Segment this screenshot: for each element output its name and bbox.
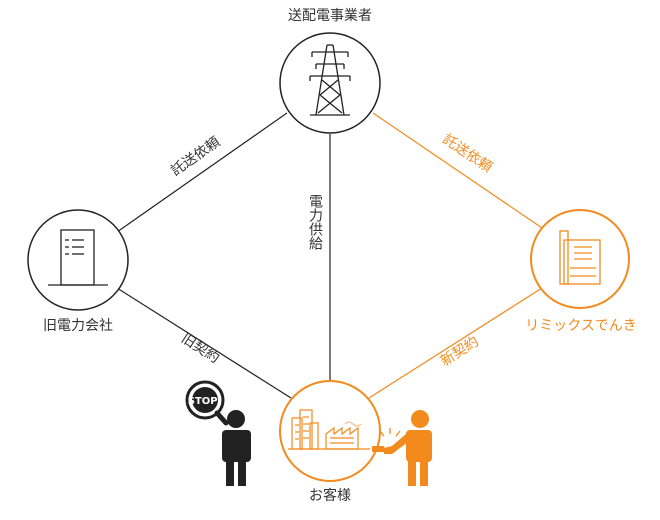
node-new-company bbox=[530, 209, 630, 309]
hand-left-icon bbox=[372, 446, 386, 452]
old-company-label: 旧電力会社 bbox=[43, 318, 113, 334]
building-icon-orange bbox=[559, 230, 601, 285]
transmission-tower-icon bbox=[309, 44, 351, 116]
edge-label-old-to-grid: 託送依頼 bbox=[168, 134, 223, 179]
edge-label-grid-to-customer: 電力供給 bbox=[307, 194, 323, 250]
node-customer bbox=[279, 380, 381, 482]
grid-operator-label: 送配電事業者 bbox=[288, 8, 372, 24]
stop-badge: STOP! bbox=[185, 380, 229, 426]
city-factory-icon bbox=[288, 409, 370, 450]
edge-label-new-to-grid: 託送依頼 bbox=[440, 131, 495, 176]
edge-label-new-to-customer: 新契約 bbox=[438, 333, 482, 369]
edge-old-to-customer bbox=[116, 287, 292, 399]
edge-new-to-customer bbox=[368, 287, 543, 399]
person-dark-icon bbox=[222, 410, 251, 486]
node-old-company bbox=[27, 209, 129, 311]
stop-text: STOP! bbox=[188, 396, 222, 407]
new-company-label: リミックスでんき bbox=[525, 318, 637, 334]
edge-label-old-to-customer: 旧契約 bbox=[178, 330, 222, 366]
handshake-spark-icon bbox=[379, 428, 401, 437]
customer-label: お客様 bbox=[309, 487, 351, 504]
person-orange-icon bbox=[384, 410, 432, 486]
building-icon bbox=[48, 229, 108, 286]
edge-grid-to-new bbox=[372, 112, 549, 233]
smoke-icon bbox=[344, 421, 362, 427]
edge-old-to-grid bbox=[116, 112, 288, 233]
node-grid-operator bbox=[279, 32, 381, 134]
